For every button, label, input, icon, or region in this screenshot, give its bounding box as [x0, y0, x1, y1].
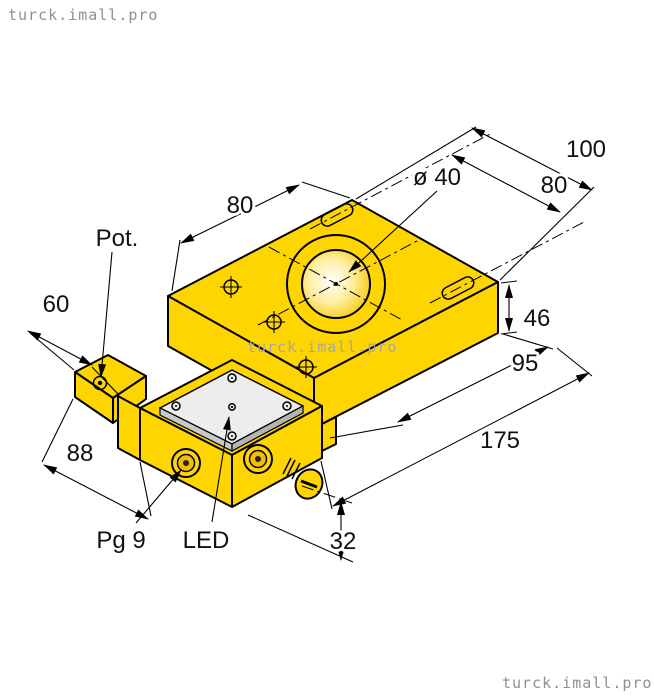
plug-thread-line	[282, 457, 292, 475]
plug-centerline	[301, 485, 353, 504]
dimension-line	[27, 330, 93, 366]
dim-60-label: 60	[43, 291, 70, 318]
watermark-bottom-right: turck.imall.pro	[502, 674, 652, 692]
slot-top-centerline	[309, 132, 493, 230]
extension-line	[500, 280, 518, 284]
watermark-center: turck.imall.pro	[247, 338, 397, 356]
slot-right-centerline	[429, 221, 585, 304]
bore-centerline-width	[268, 246, 405, 322]
leader-line	[98, 251, 113, 378]
dimension-32: 32	[247, 501, 359, 563]
dimension-175: 175	[320, 347, 593, 510]
led-label: LED	[183, 527, 230, 554]
plug-thread-line	[286, 459, 296, 477]
dimension-88: 88	[41, 398, 152, 520]
terminal-cover-plate	[159, 369, 304, 453]
block-west-face	[117, 395, 141, 461]
dim-175-label: 175	[480, 427, 520, 454]
extension-line	[355, 126, 477, 200]
plate-corner-screws	[171, 373, 292, 441]
extension-line	[171, 239, 181, 292]
callout-pot: Pot.	[93, 222, 141, 378]
screw-icon	[220, 276, 242, 298]
dim-diameter-label: ø 40	[413, 164, 461, 191]
dim-46-label: 46	[524, 305, 551, 332]
plug-thread-line	[291, 462, 301, 480]
dim-88-label: 88	[67, 440, 94, 467]
dimension-60: 60	[27, 288, 120, 396]
plug-slot	[300, 479, 318, 489]
extension-line	[502, 333, 554, 350]
dim-80-right-label: 80	[541, 172, 568, 199]
leader-line	[135, 469, 182, 524]
dimension-line	[180, 184, 300, 244]
leader-line	[211, 416, 231, 523]
dimension-80-top: 80	[171, 181, 351, 292]
screw-icon	[295, 356, 317, 378]
dim-32-label: 32	[330, 528, 357, 555]
dimension-line	[43, 464, 149, 520]
extension-line	[247, 514, 354, 563]
dimension-line	[451, 154, 561, 213]
bore-centerline-length	[257, 239, 420, 326]
dim-100-label: 100	[566, 136, 606, 163]
callout-pg9: Pg 9	[93, 469, 182, 557]
extension-line	[556, 347, 593, 377]
leader-line	[348, 190, 438, 273]
watermark-top-left: turck.imall.pro	[8, 6, 158, 24]
dimension-diameter-40: ø 40	[348, 161, 464, 273]
extension-line	[41, 398, 74, 463]
centerlines	[257, 132, 585, 504]
dim-80-top-label: 80	[227, 192, 254, 219]
pot-label: Pot.	[96, 225, 139, 252]
screw-icon	[263, 311, 285, 333]
pg9-label: Pg 9	[96, 527, 145, 554]
led-window	[228, 403, 236, 411]
dimension-line	[332, 372, 590, 507]
block-front-right-face	[231, 405, 323, 508]
callout-led: LED	[180, 416, 232, 557]
plate-edge-right	[231, 404, 304, 453]
extension-line	[91, 366, 120, 396]
dimension-80-right: 80	[451, 154, 570, 213]
cable-gland-right	[243, 444, 273, 474]
cable-gland-left	[171, 448, 201, 478]
extension-line	[499, 186, 595, 281]
top-face-screws	[220, 276, 317, 378]
extension-line	[301, 181, 351, 199]
extension-line	[320, 460, 333, 510]
screw-plug	[282, 457, 324, 500]
dim-95-label: 95	[512, 350, 539, 377]
